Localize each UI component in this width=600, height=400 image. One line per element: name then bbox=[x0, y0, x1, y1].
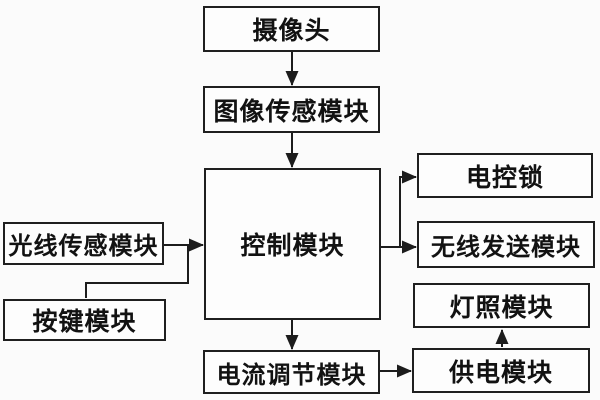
node-control-module-label: 控制模块 bbox=[240, 233, 345, 260]
node-electric-lock-label: 电控锁 bbox=[465, 164, 544, 192]
node-image-sensor-module: 图像传感模块 bbox=[203, 86, 380, 133]
node-light-sensor-module: 光线传感模块 bbox=[3, 222, 164, 265]
node-lighting-module-label: 灯照模块 bbox=[449, 294, 554, 322]
node-power-supply-module: 供电模块 bbox=[412, 348, 590, 393]
node-lighting-module: 灯照模块 bbox=[413, 283, 590, 328]
node-wireless-transmit-module-label: 无线发送模块 bbox=[431, 235, 581, 261]
node-power-supply-module-label: 供电模块 bbox=[448, 359, 553, 387]
edge-control-to-lock bbox=[399, 170, 417, 248]
node-wireless-transmit-module: 无线发送模块 bbox=[417, 221, 595, 268]
node-current-regulation-module-label: 电流调节模块 bbox=[216, 362, 367, 389]
node-light-sensor-module-label: 光线传感模块 bbox=[8, 234, 159, 260]
node-camera: 摄像头 bbox=[203, 6, 380, 52]
node-electric-lock: 电控锁 bbox=[417, 153, 593, 198]
node-key-button-module: 按键模块 bbox=[3, 299, 166, 341]
edge-button-junction bbox=[85, 246, 189, 298]
node-image-sensor-module-label: 图像传感模块 bbox=[213, 98, 370, 126]
node-key-button-module-label: 按键模块 bbox=[32, 309, 137, 336]
node-control-module: 控制模块 bbox=[204, 168, 381, 320]
node-current-regulation-module: 电流调节模块 bbox=[203, 350, 380, 394]
node-camera-label: 摄像头 bbox=[252, 18, 331, 45]
